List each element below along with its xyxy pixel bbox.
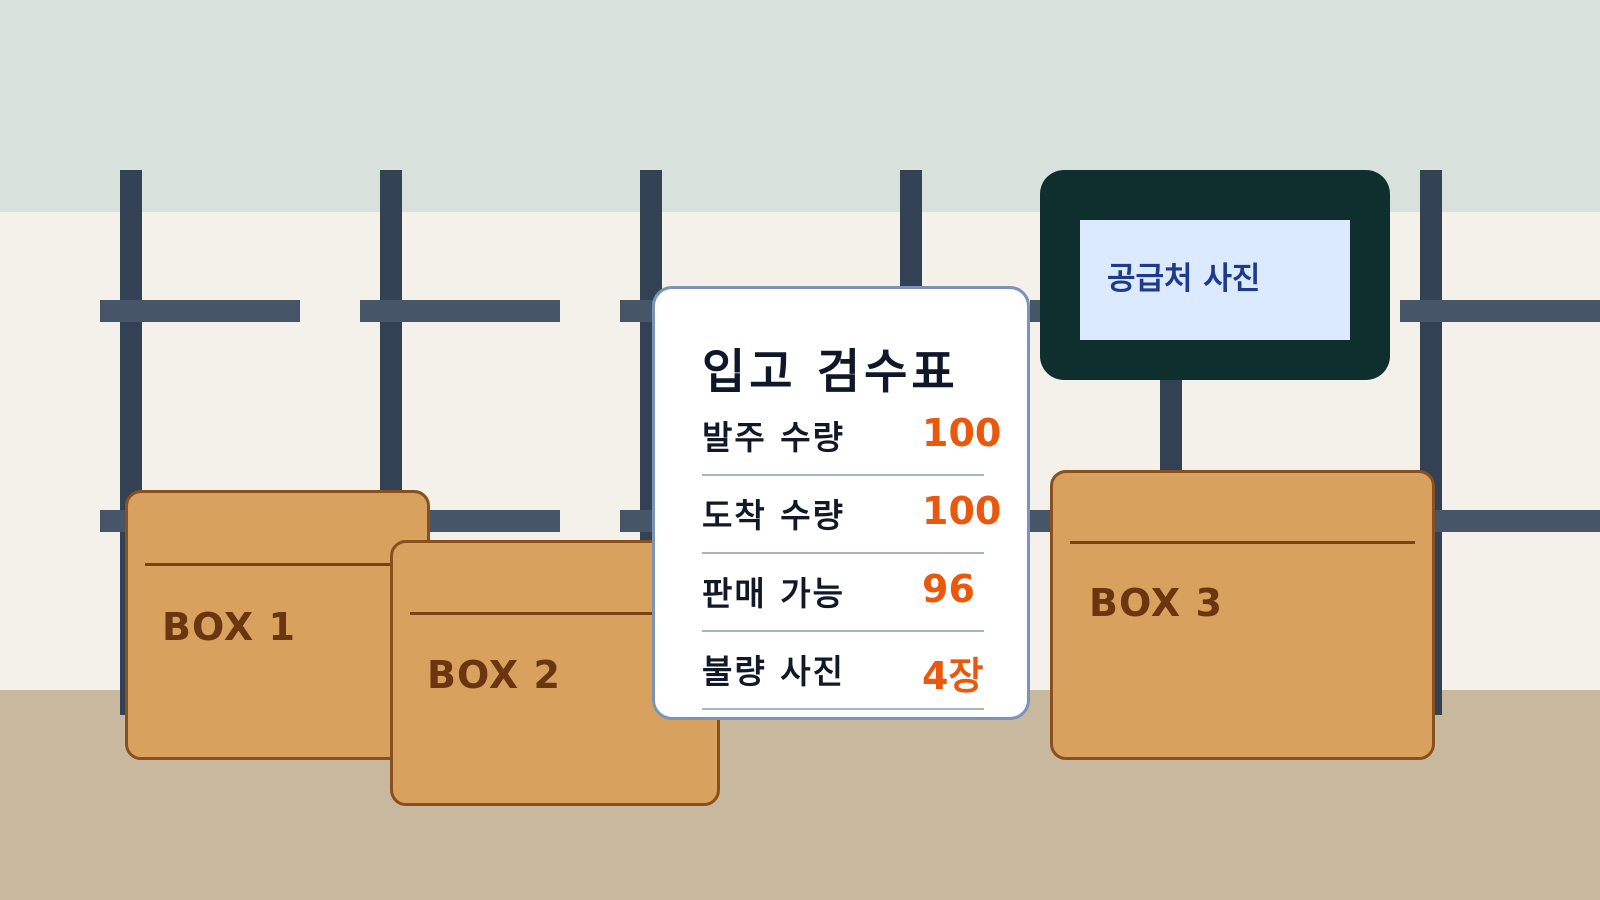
sign-screen: 공급처 사진 — [1080, 220, 1350, 340]
box-label: BOX 2 — [427, 653, 561, 697]
rack-beam — [1030, 510, 1050, 532]
row-label: 발주 수량 — [702, 418, 845, 457]
inspection-row-arrival-qty: 도착 수량 100 — [702, 477, 1001, 554]
rack-beam — [1400, 300, 1600, 322]
card-title: 입고 검수표 — [702, 345, 959, 400]
row-value: 100 — [922, 489, 1002, 533]
rack-beam — [1400, 510, 1600, 532]
box-3: BOX 3 — [1050, 470, 1435, 760]
inspection-row-defect-photos: 불량 사진 4장 — [702, 633, 984, 710]
supplier-sign: 공급처 사진 — [1040, 170, 1390, 380]
box-tape-line — [410, 612, 700, 615]
row-value: 100 — [922, 411, 1002, 455]
box-tape-line — [1070, 541, 1415, 544]
row-label: 도착 수량 — [702, 496, 845, 535]
rack-beam — [100, 300, 300, 322]
row-value: 4장 — [922, 654, 984, 698]
rack-beam — [360, 300, 560, 322]
row-label: 불량 사진 — [702, 652, 845, 691]
inspection-row-order-qty: 발주 수량 100 — [702, 399, 1001, 476]
row-value: 96 — [922, 567, 975, 611]
inspection-card: 입고 검수표 발주 수량 100 도착 수량 100 판매 가능 96 불량 사… — [652, 286, 1030, 720]
box-label: BOX 1 — [162, 605, 296, 649]
box-tape-line — [145, 563, 410, 566]
inspection-row-sellable: 판매 가능 96 — [702, 555, 984, 632]
row-label: 판매 가능 — [702, 574, 845, 613]
sign-pole — [1160, 380, 1182, 474]
sign-text: 공급처 사진 — [1107, 261, 1261, 297]
rack-beam — [620, 510, 660, 532]
box-label: BOX 3 — [1089, 581, 1223, 625]
box-1: BOX 1 — [125, 490, 430, 760]
